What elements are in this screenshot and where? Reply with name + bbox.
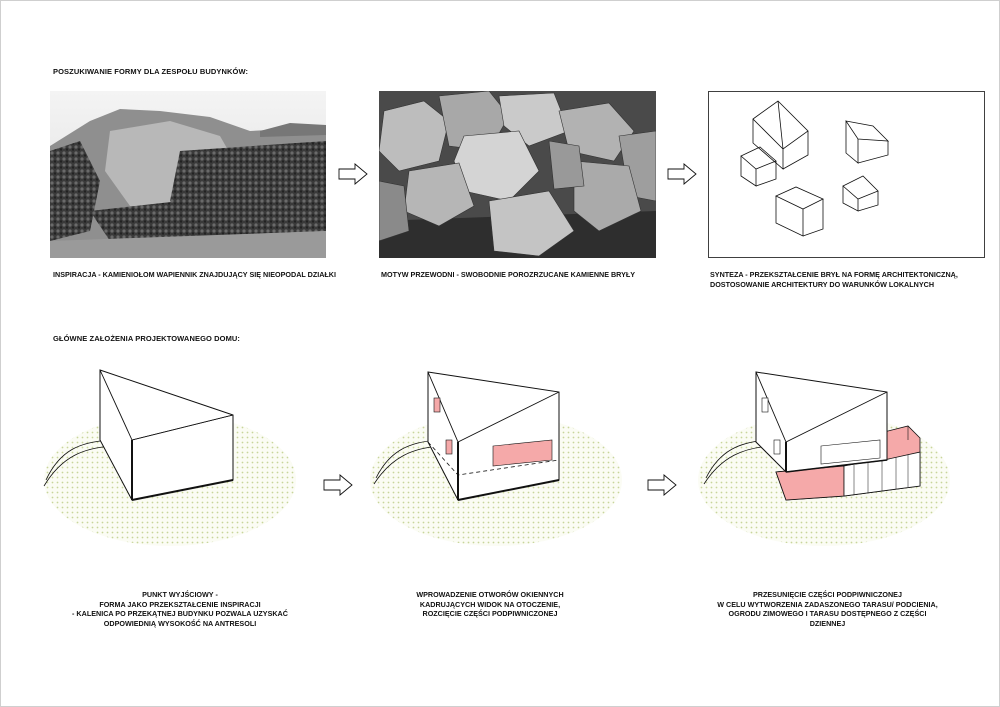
section2-heading: GŁÓWNE ZAŁOŻENIA PROJEKTOWANEGO DOMU:	[53, 334, 241, 343]
quarry-photo	[50, 91, 326, 258]
caption-motif: MOTYW PRZEWODNI - SWOBODNIE POROZRZUCANE…	[381, 270, 636, 279]
section1-heading: POSZUKIWANIE FORMY DLA ZESPOŁU BUDYNKÓW:	[53, 67, 249, 76]
boulders-photo	[379, 91, 656, 258]
arrow-right-icon	[667, 163, 697, 185]
arrow-right-icon	[338, 163, 368, 185]
house-diagram-3	[694, 360, 956, 550]
caption-synthesis: SYNTEZA - PRZEKSZTAŁCENIE BRYŁ NA FORMĘ …	[710, 270, 958, 289]
caption-basement-shift: PRZESUNIĘCIE CZĘŚCI PODPIWNICZONEJ W CEL…	[717, 590, 938, 628]
caption-window-openings: WPROWADZENIE OTWORÓW OKIENNYCH KADRUJĄCY…	[416, 590, 564, 618]
synthesis-sketch	[708, 91, 985, 258]
arrow-right-icon	[323, 474, 353, 496]
house-diagram-2	[366, 360, 626, 550]
arrow-right-icon	[647, 474, 677, 496]
caption-inspiration: INSPIRACJA - KAMIENIOŁOM WAPIENNIK ZNAJD…	[53, 270, 336, 279]
caption-starting-point: PUNKT WYJŚCIOWY - FORMA JAKO PRZEKSZTAŁC…	[72, 590, 288, 628]
house-diagram-1	[40, 360, 300, 550]
